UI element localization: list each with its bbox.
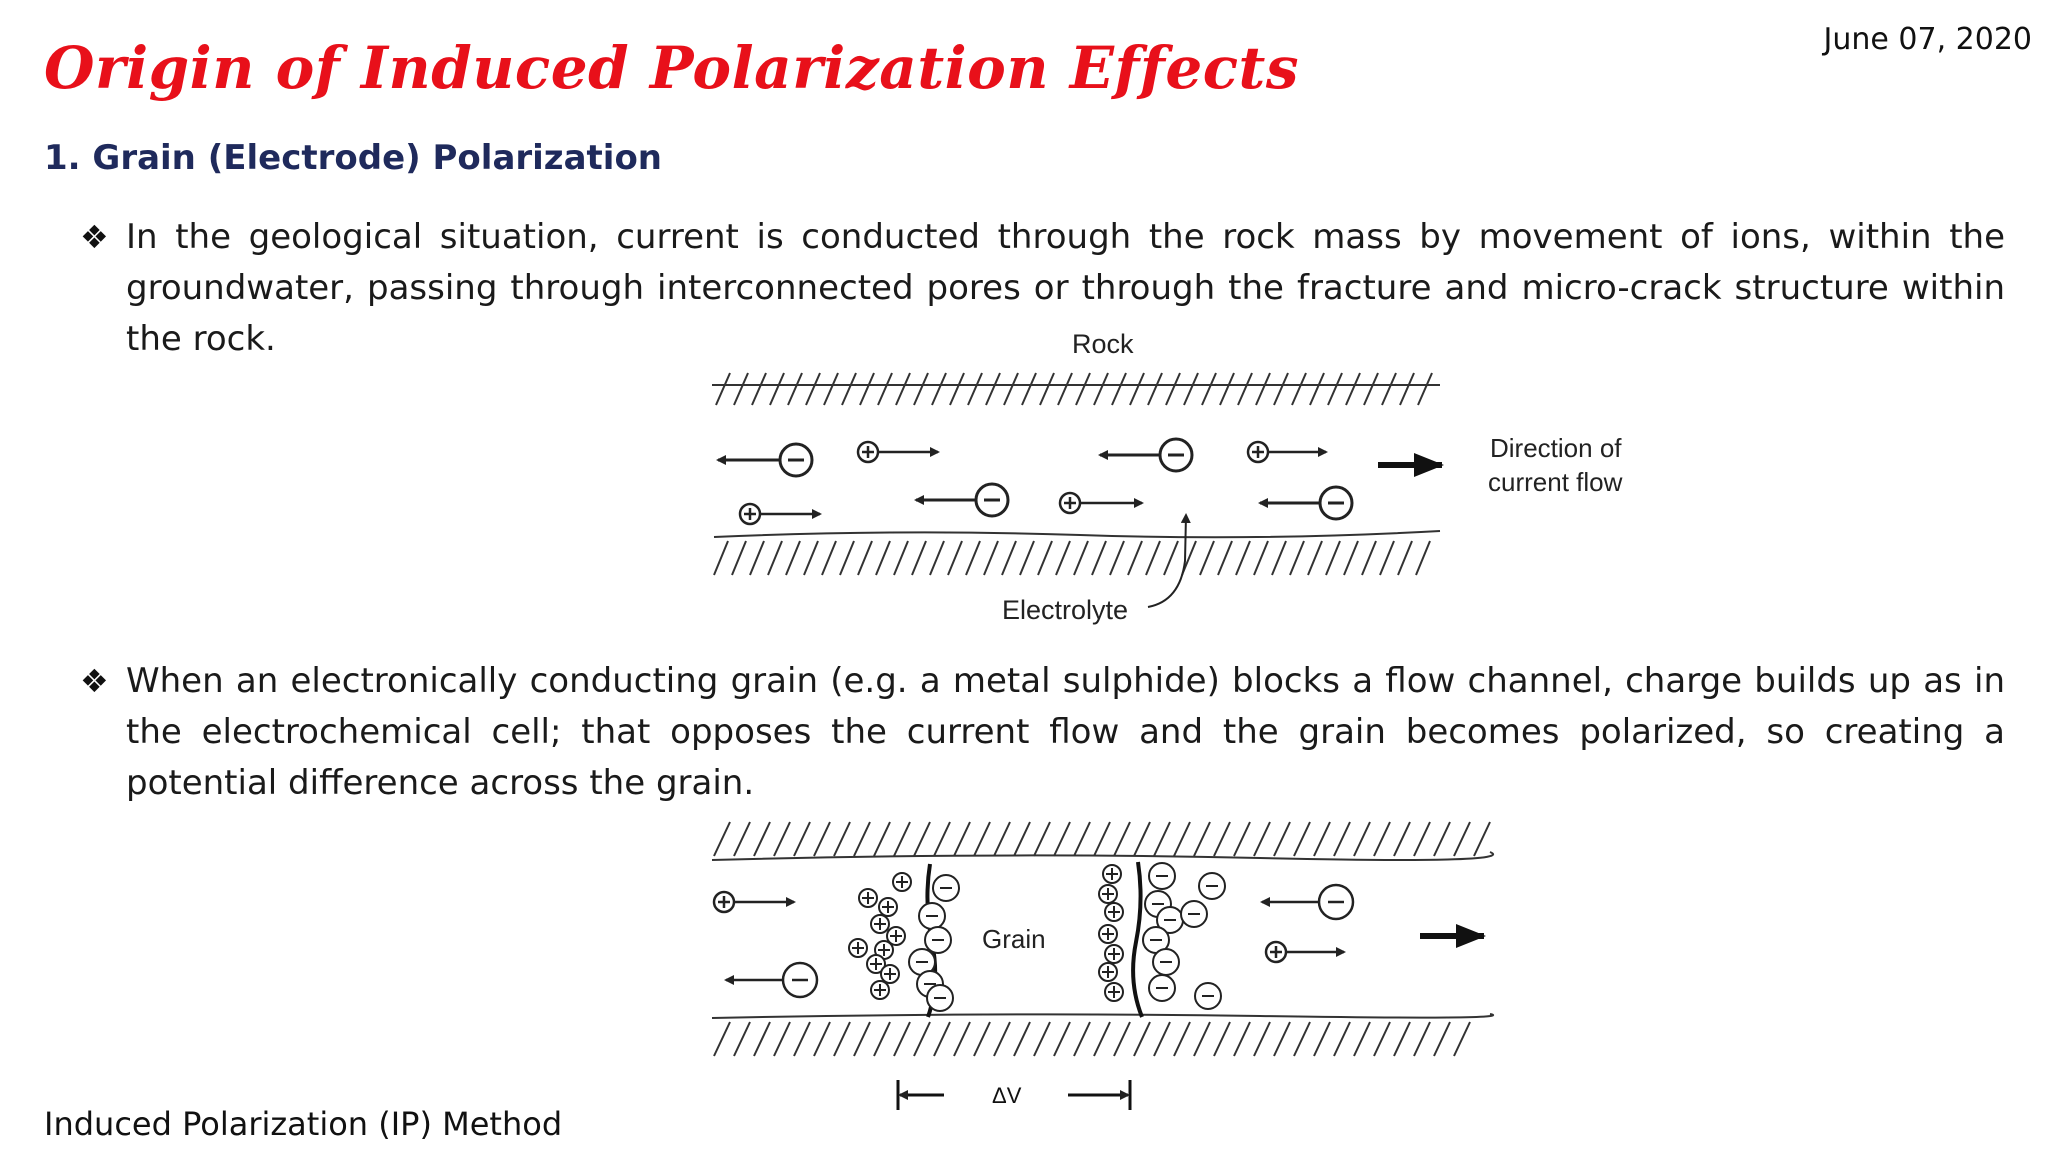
section-heading: 1. Grain (Electrode) Polarization [44,138,663,178]
upper-rock-hatching [712,372,1440,406]
slide-title: Origin of Induced Polarization Effects [44,34,1299,102]
electrolyte-pointer [1147,513,1191,608]
lower-rock-hatching [711,1013,1495,1057]
footer-text: Induced Polarization (IP) Method [44,1105,563,1143]
grain-polarization-diagram: Grain [711,821,1495,1110]
potential-difference-indicator [896,1080,1132,1110]
bullet-text: In the geological situation, current is … [126,217,2005,359]
direction-label-line2: current flow [1488,467,1623,497]
free-ions [712,883,1355,999]
bullet-ion-conduction: ❖ In the geological situation, current i… [80,212,2005,365]
direction-label-line1: Direction of [1490,433,1622,463]
upper-rock-hatching [711,821,1495,861]
lower-rock-hatching [713,530,1441,576]
electrolyte-label: Electrolyte [1002,595,1128,625]
right-face-charge-layer [1098,862,1226,1010]
rock-label: Rock [1072,329,1134,359]
bullet-icon: ❖ [80,218,109,256]
anion-group [716,437,1354,521]
cation-group [738,440,1328,526]
grain-label: Grain [982,924,1046,954]
electrolytic-conduction-diagram: Rock [712,329,1623,625]
slide-date: June 07, 2020 [1823,22,2032,57]
bullet-grain-blocking: ❖ When an electronically conducting grai… [80,656,2005,809]
delta-v-label: ΔV [992,1083,1022,1108]
left-face-charge-layer [848,872,960,1012]
bullet-icon: ❖ [80,662,109,700]
bullet-text: When an electronically conducting grain … [126,661,2005,803]
